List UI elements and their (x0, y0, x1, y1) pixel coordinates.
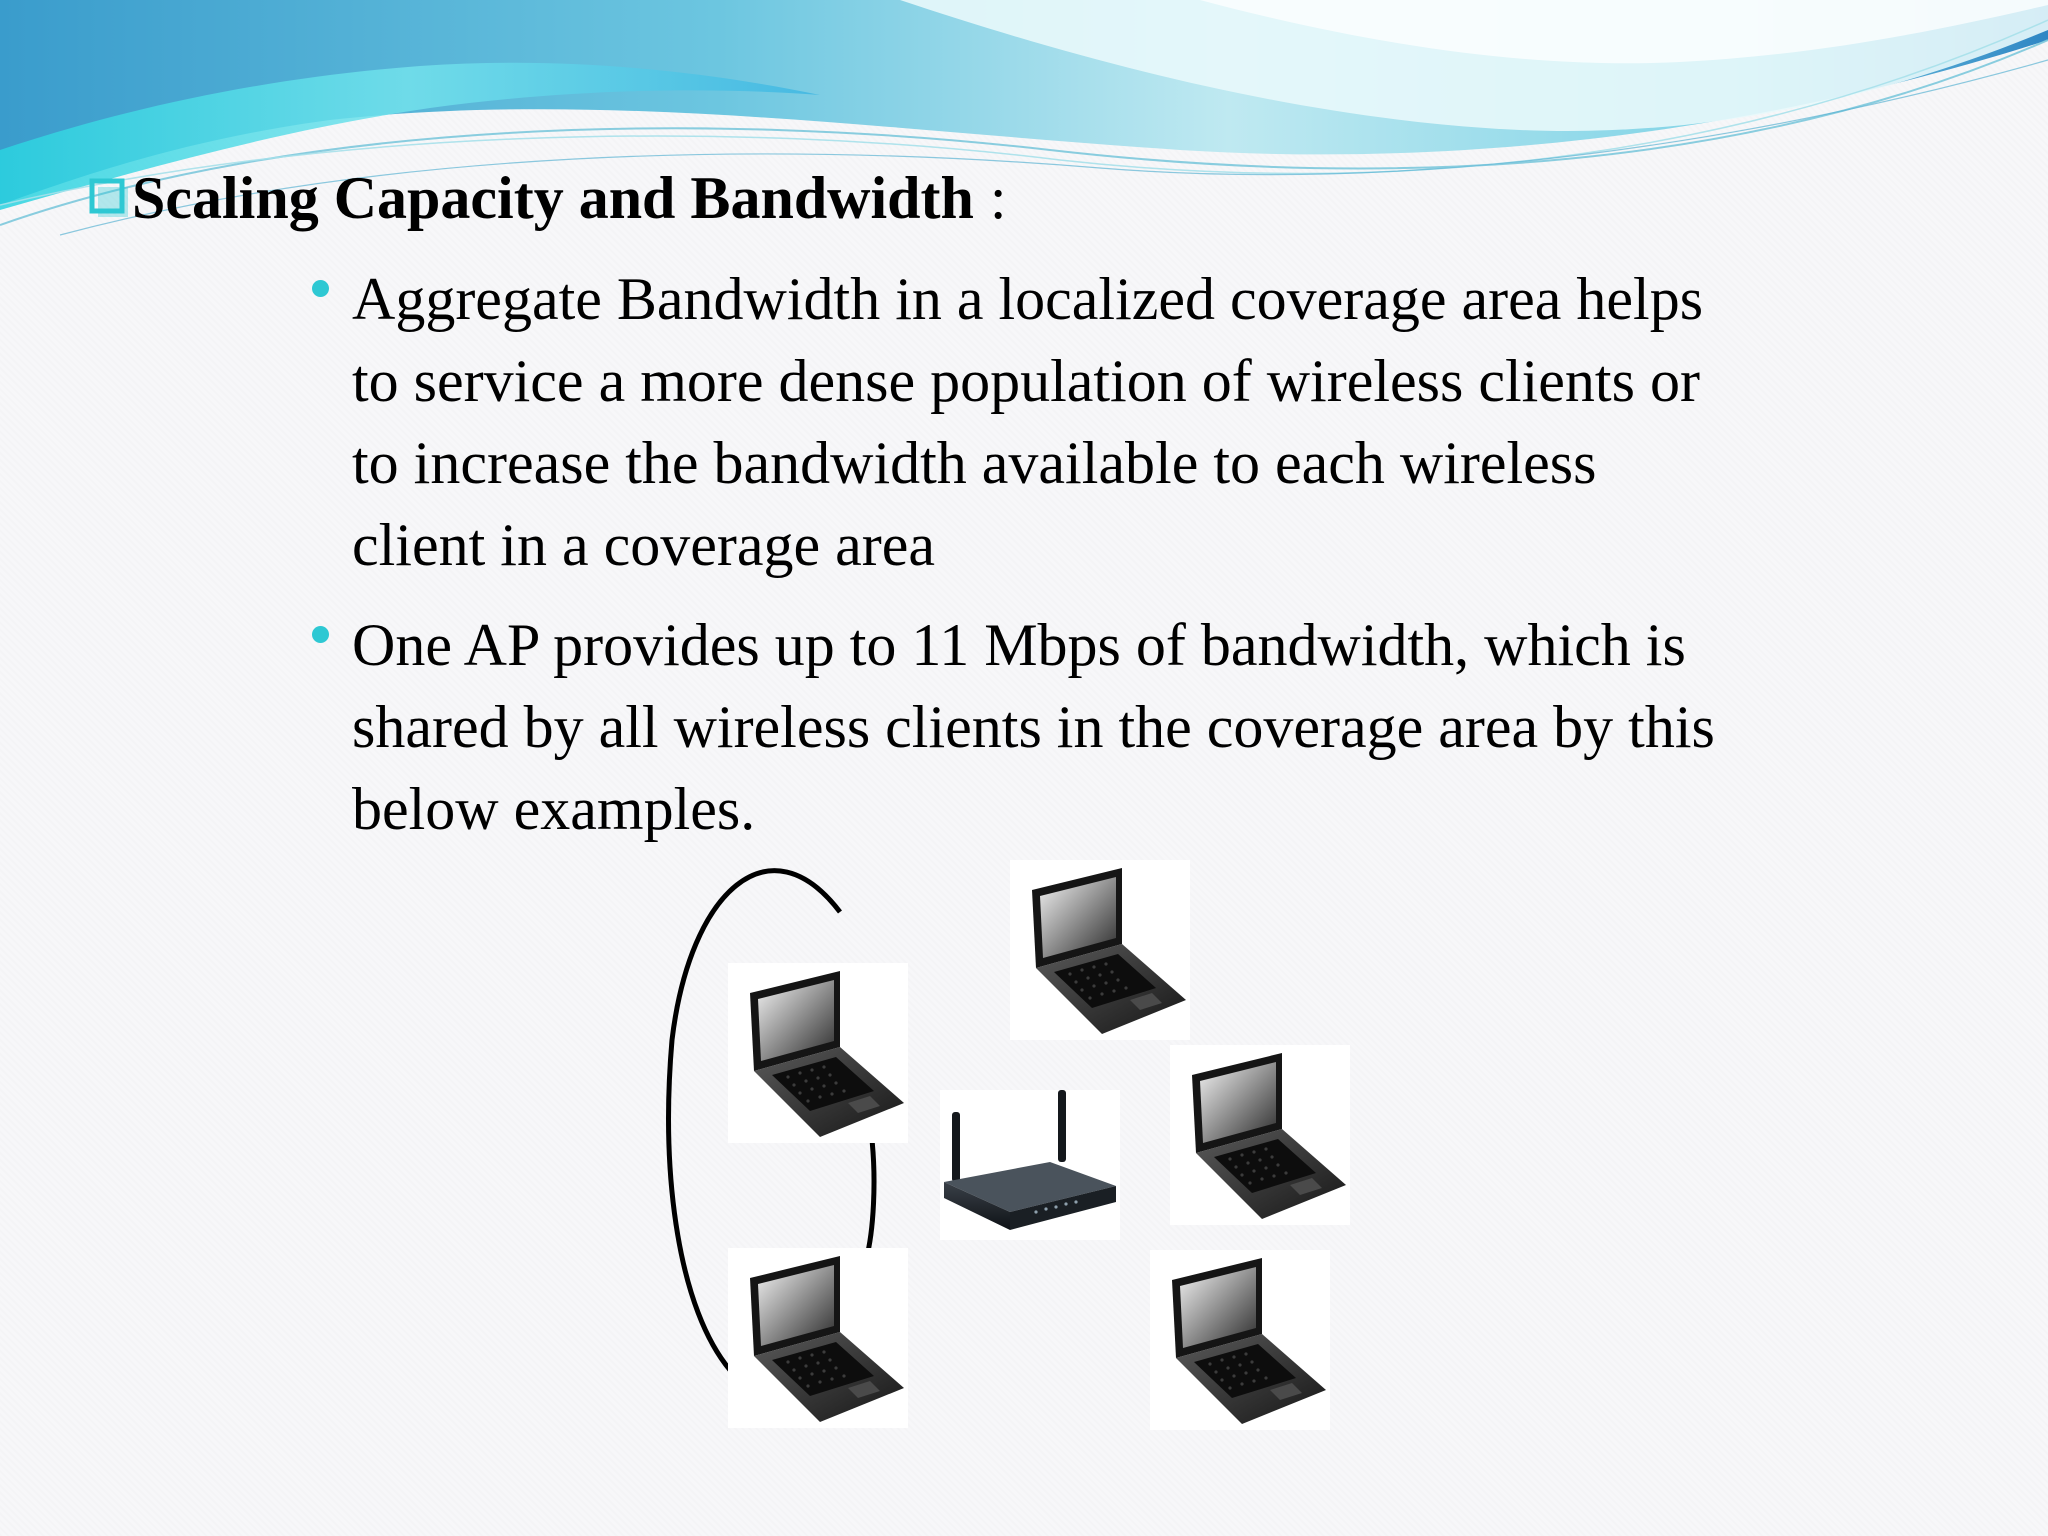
laptop-icon (728, 1248, 908, 1428)
wireless-router-icon (940, 1090, 1120, 1240)
connector-line (863, 1139, 877, 1261)
heading-colon: : (989, 165, 1007, 231)
bullet-dot-icon (312, 280, 329, 297)
laptop-icon (1010, 860, 1190, 1040)
network-diagram (666, 860, 1350, 1430)
slide-heading: Scaling Capacity and Bandwidth : (88, 158, 1007, 238)
connector-line (666, 868, 842, 1372)
header-wave-decoration (0, 0, 2048, 236)
bullet-dot-icon (312, 626, 329, 643)
laptop-icon (1150, 1250, 1330, 1430)
heading-title: Scaling Capacity and Bandwidth (132, 165, 974, 231)
laptop-icon (1170, 1045, 1350, 1225)
bullet-item: One AP provides up to 11 Mbps of bandwid… (300, 604, 1920, 850)
bullet-text: One AP provides up to 11 Mbps of bandwid… (352, 612, 1715, 842)
laptop-icon (728, 963, 908, 1143)
bullet-list: Aggregate Bandwidth in a localized cover… (300, 258, 1920, 868)
checkbox-bullet-icon (89, 178, 128, 217)
bullet-item: Aggregate Bandwidth in a localized cover… (300, 258, 1920, 586)
bullet-text: Aggregate Bandwidth in a localized cover… (352, 266, 1704, 578)
